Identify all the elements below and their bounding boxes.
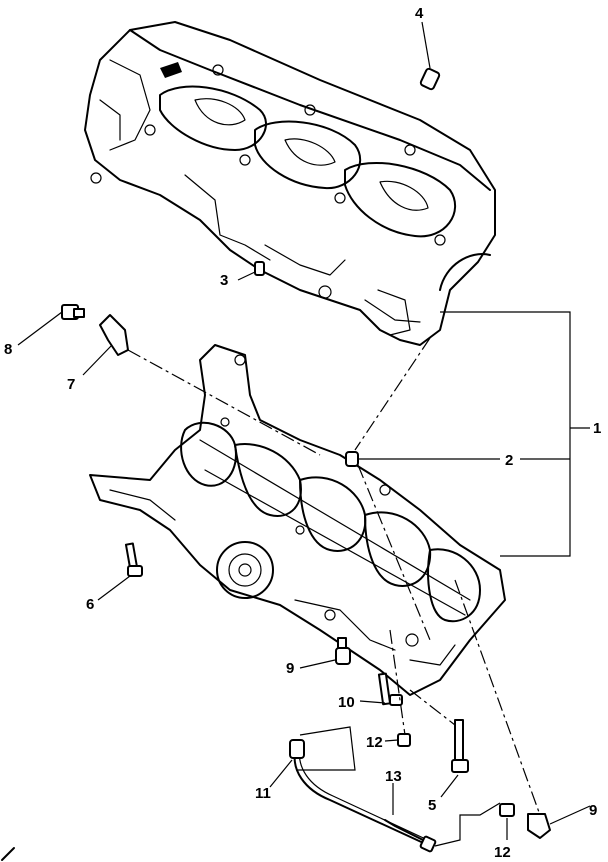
callout-1: 1 <box>593 420 601 437</box>
callout-2: 2 <box>505 452 513 469</box>
nut-12a <box>397 733 411 747</box>
callout-9-upper: 9 <box>286 660 294 677</box>
plug-4 <box>419 67 441 91</box>
bolt-8 <box>61 304 85 320</box>
callout-11: 11 <box>255 785 271 802</box>
stud-5 <box>451 719 469 773</box>
dowel-pin-2 <box>345 451 359 467</box>
dowel-pin-3 <box>254 261 265 276</box>
lower-crankcase <box>89 344 506 696</box>
fitting-9b <box>527 813 551 839</box>
callout-6: 6 <box>86 596 94 613</box>
callout-8: 8 <box>4 341 12 358</box>
callout-7: 7 <box>67 376 75 393</box>
callout-12-upper: 12 <box>366 734 383 751</box>
callout-3: 3 <box>220 272 228 289</box>
callout-9-lower: 9 <box>589 802 597 819</box>
callout-12-lower: 12 <box>494 844 511 861</box>
fitting-9a <box>335 637 351 665</box>
corner-mark <box>1 847 15 861</box>
nut-12b <box>499 803 515 817</box>
callout-10: 10 <box>338 694 355 711</box>
callout-5: 5 <box>428 797 436 814</box>
oil-line-11-13 <box>289 739 437 853</box>
upper-crankcase <box>84 21 496 346</box>
bolt-10 <box>377 672 403 706</box>
phantom-lines <box>127 337 541 816</box>
callout-13: 13 <box>385 768 402 785</box>
bracket-7 <box>99 314 129 356</box>
stud-6 <box>124 542 143 577</box>
leader-lines <box>17 21 591 847</box>
callout-4: 4 <box>415 5 424 22</box>
